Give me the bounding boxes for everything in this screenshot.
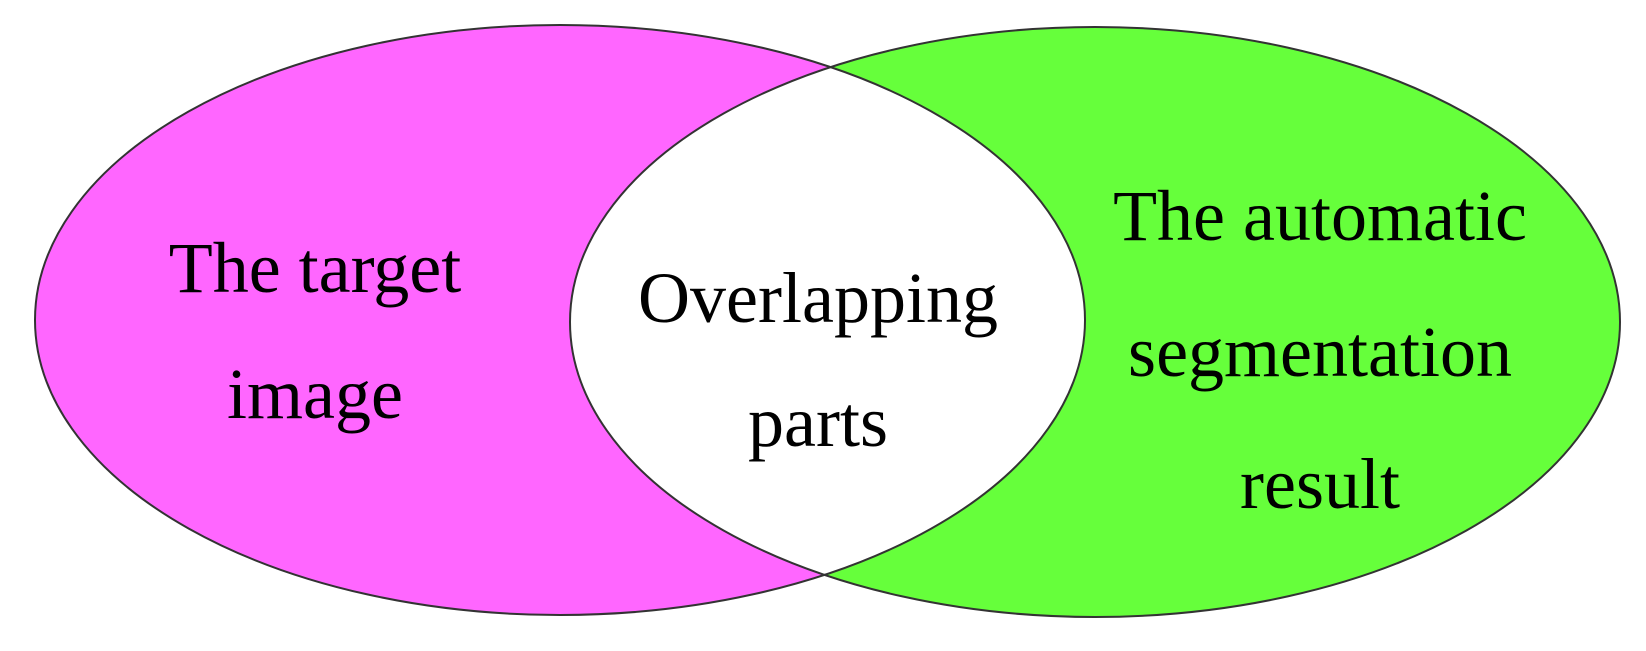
target-image-label-line-1: The target — [169, 228, 462, 308]
target-image-label-line-2: image — [227, 354, 403, 434]
target-image-outline — [34, 24, 1086, 616]
segmentation-label-line-3: result — [1240, 444, 1400, 524]
segmentation-label-line-1: The automatic — [1113, 176, 1527, 256]
overlap-label-line-2: parts — [748, 382, 888, 462]
overlap-label-line-1: Overlapping — [638, 258, 998, 338]
segmentation-label-line-2: segmentation — [1128, 312, 1512, 392]
overlap-region — [570, 27, 1085, 615]
segmentation-result-outline — [569, 26, 1621, 618]
